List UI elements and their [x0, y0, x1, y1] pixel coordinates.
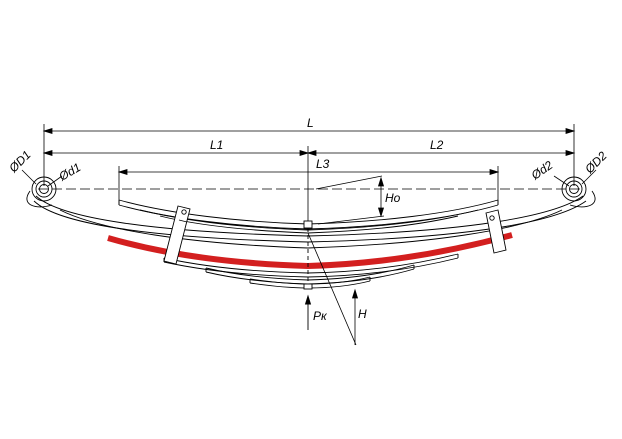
center-bolt: [303, 220, 313, 290]
left-eye: [31, 176, 57, 202]
dimension-Ho-label: Ho: [385, 191, 401, 205]
eye-leaders: [21, 169, 597, 187]
eye-d2-label: Ød2: [528, 158, 556, 183]
dimension-H: [307, 232, 359, 346]
dimension-L1-label: L1: [210, 138, 223, 152]
dimension-L3: [117, 166, 500, 205]
dimension-L: [42, 124, 576, 186]
eye-D2-label: ØD2: [582, 149, 610, 177]
dimension-H-label: H: [358, 307, 367, 321]
dimension-L2-label: L2: [430, 138, 444, 152]
eye-D1-label: ØD1: [6, 148, 34, 176]
right-clamp: [485, 209, 507, 254]
eye-d1-label: Ød1: [56, 160, 84, 184]
dimension-Ho: [315, 175, 385, 225]
dimension-L3-label: L3: [316, 157, 330, 171]
dimension-L1-L2: [42, 146, 576, 228]
left-clamp: [163, 205, 191, 265]
second-leaf: [59, 209, 563, 249]
load-arrow: [304, 294, 312, 330]
right-eye: [561, 176, 587, 202]
dimension-L-label: L: [307, 116, 314, 130]
load-label: Pк: [313, 309, 328, 323]
